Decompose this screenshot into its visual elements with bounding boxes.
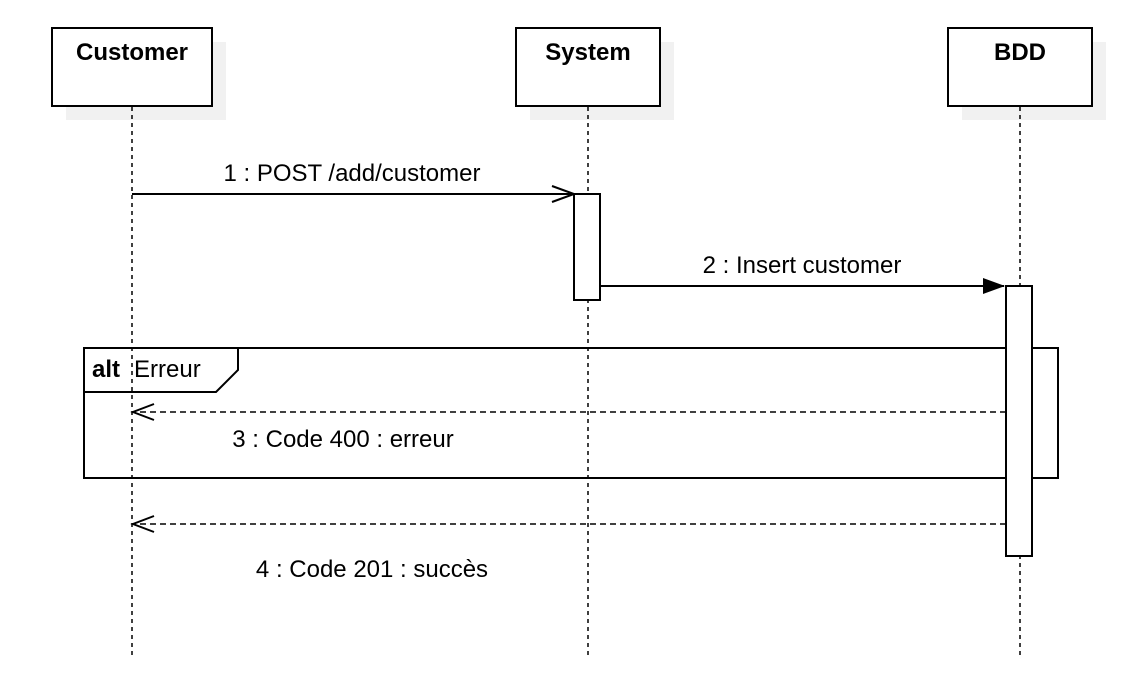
fragment-frame — [83, 347, 1059, 479]
participant-box — [947, 27, 1093, 107]
open-arrowhead-icon — [130, 403, 155, 421]
open-arrowhead-icon — [130, 515, 155, 533]
message-4[interactable]: 4 : Code 201 : succès — [130, 515, 1006, 583]
message-label: 2 : Insert customer — [703, 252, 902, 279]
participant-box — [51, 27, 213, 107]
open-arrowhead-icon — [551, 185, 577, 203]
message-3[interactable]: 3 : Code 400 : erreur — [130, 403, 1006, 453]
message-label: 1 : POST /add/customer — [223, 160, 480, 187]
participant-bdd[interactable]: BDD — [947, 27, 1106, 120]
participant-customer[interactable]: Customer — [51, 27, 226, 120]
activation-bdd — [1005, 285, 1033, 557]
fragment-label-tab — [84, 348, 239, 393]
participant-name: System — [545, 39, 630, 66]
fragment-operator: alt — [92, 356, 120, 383]
message-1[interactable]: 1 : POST /add/customer — [132, 160, 577, 203]
activation-system — [573, 193, 601, 301]
participant-name: BDD — [994, 39, 1046, 66]
participant-name: Customer — [76, 39, 188, 66]
message-2[interactable]: 2 : Insert customer — [600, 252, 1005, 294]
message-label: 3 : Code 400 : erreur — [232, 426, 453, 453]
fragment-guard: Erreur — [134, 356, 201, 383]
message-label: 4 : Code 201 : succès — [256, 556, 488, 583]
participant-system[interactable]: System — [515, 27, 674, 120]
alt-fragment[interactable]: alt Erreur — [83, 347, 1059, 479]
participant-box — [515, 27, 661, 107]
